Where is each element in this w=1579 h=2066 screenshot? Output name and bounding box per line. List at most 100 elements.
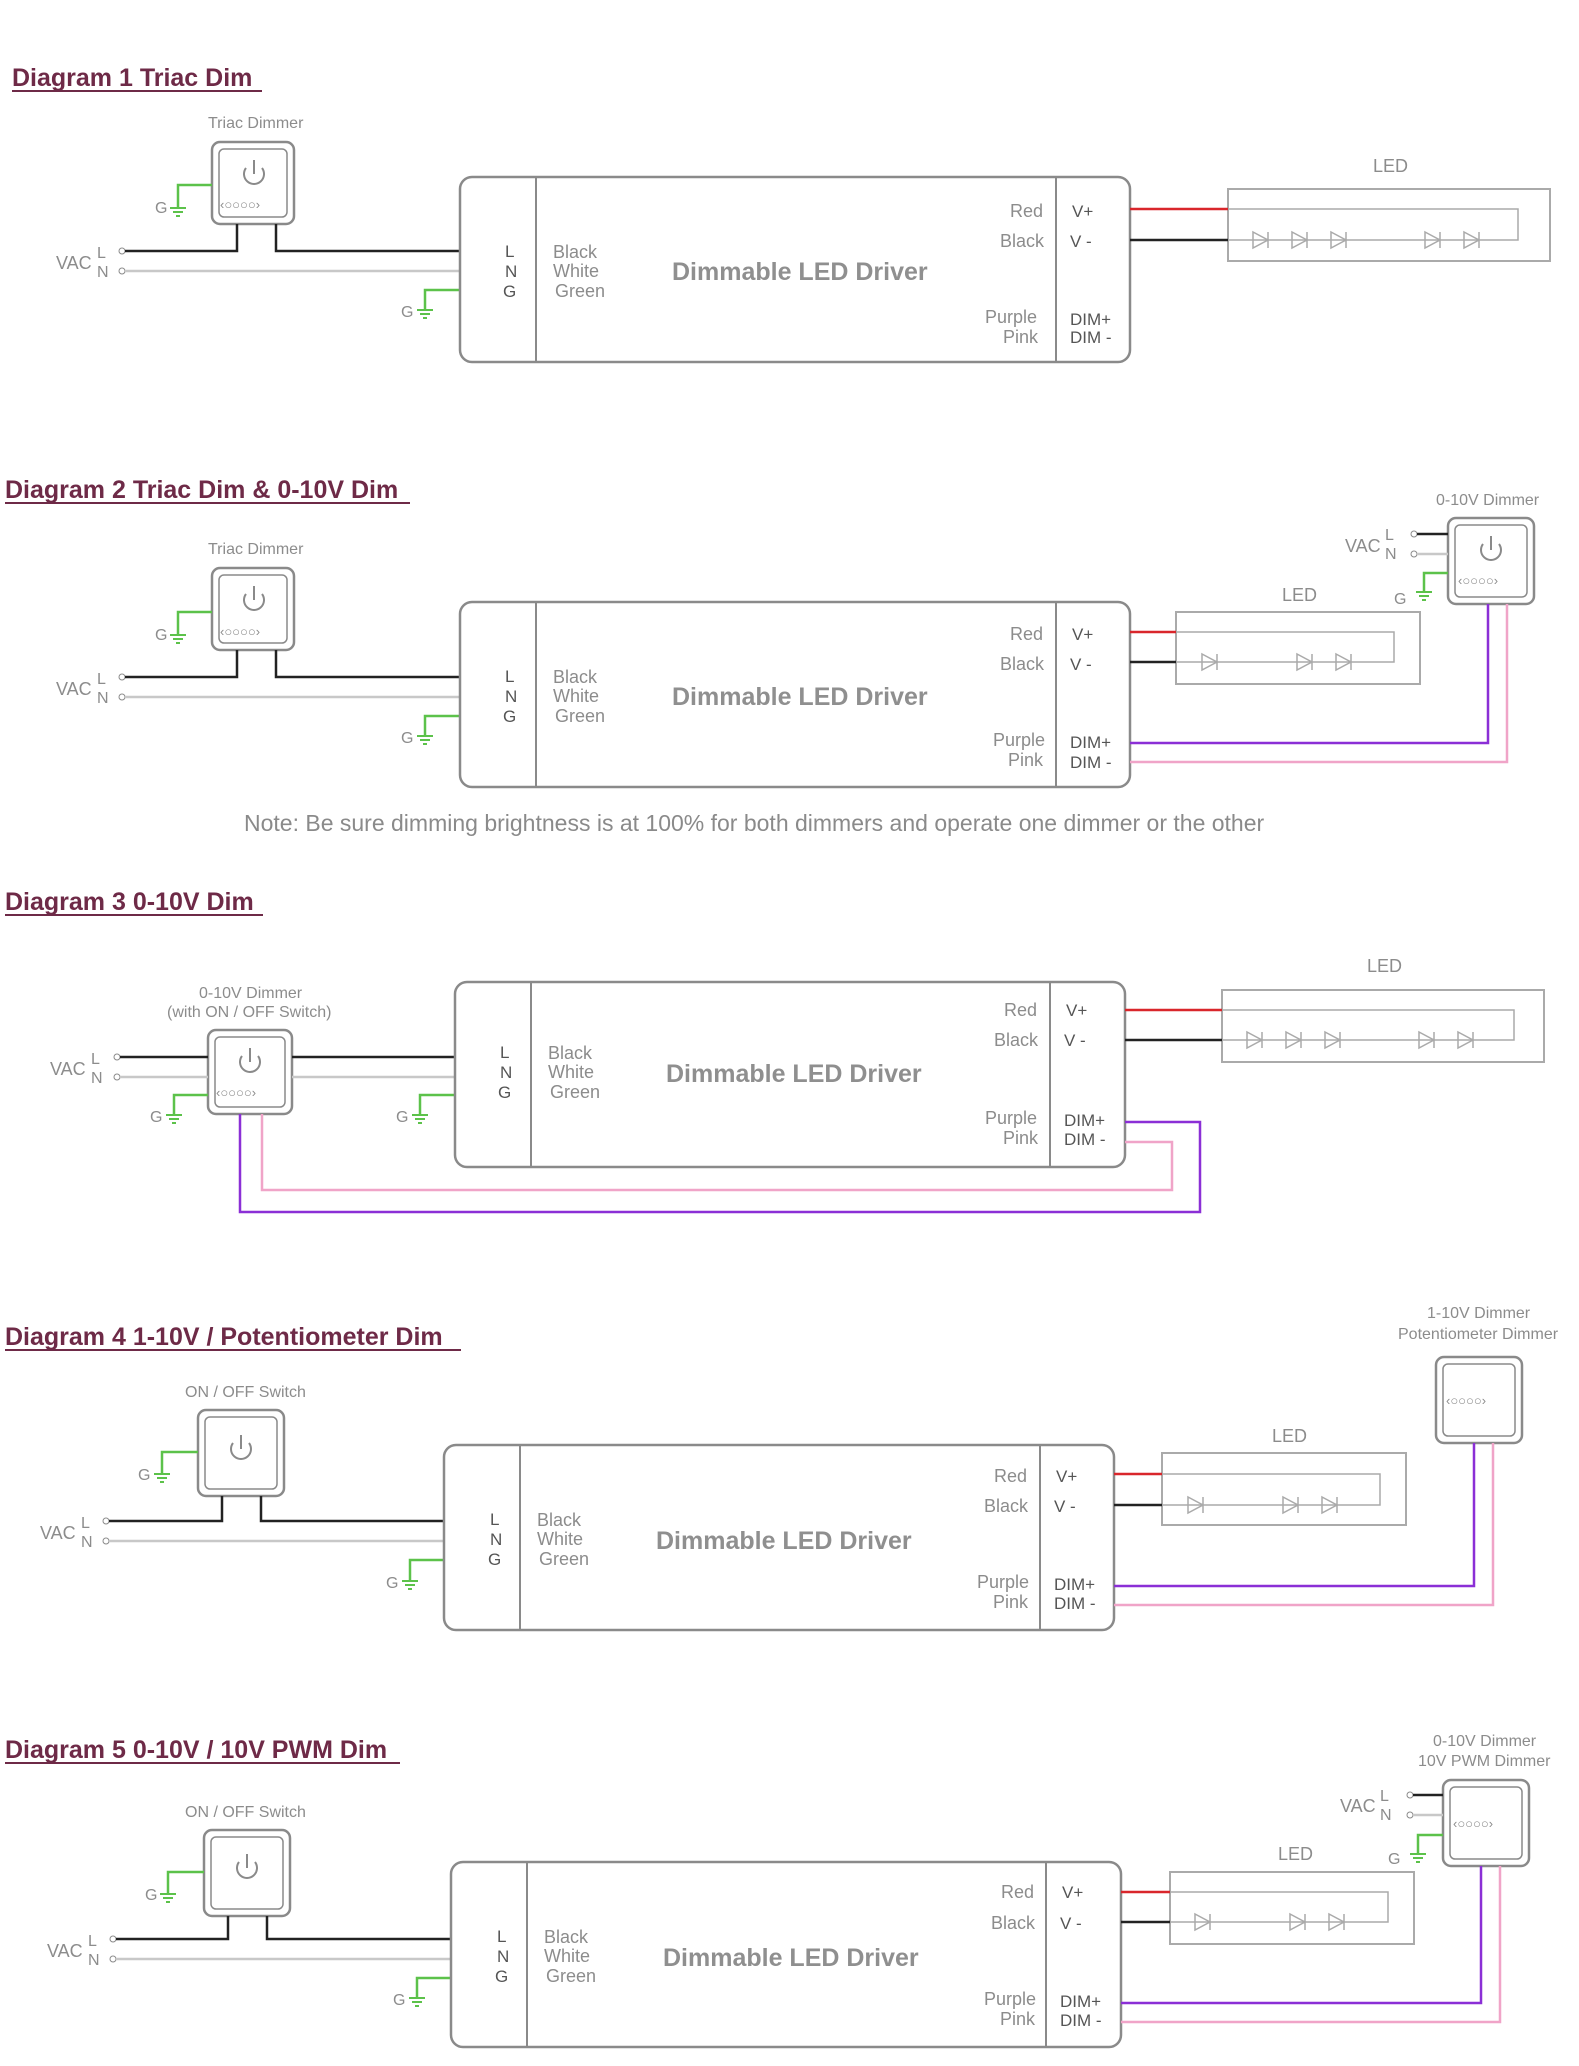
diagram-3-led-driver bbox=[453, 980, 1127, 1169]
driver-name: Dimmable LED Driver bbox=[666, 1060, 922, 1088]
red-label: Red bbox=[1010, 624, 1043, 644]
L-label: L bbox=[490, 1510, 499, 1529]
black-label: Black bbox=[984, 1496, 1029, 1516]
black-label: Black bbox=[553, 242, 598, 262]
ground-icon bbox=[170, 634, 186, 644]
diagram-4-title: Diagram 4 1-10V / Potentiometer Dim bbox=[5, 1323, 443, 1351]
pink-label: Pink bbox=[1003, 1128, 1039, 1148]
ground-icon bbox=[417, 735, 433, 745]
ground-icon bbox=[154, 1473, 170, 1483]
ground-icon bbox=[1416, 591, 1432, 601]
vplus-label: V+ bbox=[1062, 1883, 1083, 1902]
diagram-1: Diagram 1 Triac Dim Triac Dimmer ‹○○○○› … bbox=[12, 64, 1551, 364]
ground-icon bbox=[409, 1997, 425, 2007]
pink-wire bbox=[1130, 604, 1509, 764]
power-icon bbox=[243, 160, 265, 185]
diagram-5-0-10v-pwm-dimmer[interactable] bbox=[1441, 1778, 1531, 1868]
red-label: Red bbox=[1004, 1000, 1037, 1020]
white-label: White bbox=[548, 1062, 594, 1082]
white-label: White bbox=[553, 261, 599, 281]
G-label: G bbox=[488, 1550, 501, 1569]
white-label: White bbox=[553, 686, 599, 706]
ground-label: G bbox=[396, 1109, 408, 1126]
N-terminal-label: N bbox=[91, 1070, 103, 1087]
N-label: N bbox=[500, 1063, 512, 1082]
diagram-4-dimmer-label-line2: Potentiometer Dimmer bbox=[1398, 1326, 1559, 1343]
dial-icon: ‹○○○○› bbox=[1458, 573, 1498, 588]
diagram-2-led-driver bbox=[458, 600, 1132, 789]
diagram-4-1-10v-dimmer[interactable] bbox=[1434, 1355, 1524, 1445]
ground-icon bbox=[166, 1114, 182, 1124]
L-terminal-label: L bbox=[97, 245, 106, 262]
green-wire bbox=[415, 1976, 451, 1998]
diagram-4-dimmer-label-line1: 1-10V Dimmer bbox=[1427, 1305, 1531, 1322]
power-icon bbox=[243, 586, 265, 611]
purple-wire bbox=[1114, 1443, 1476, 1588]
green-label: Green bbox=[546, 1966, 596, 1986]
green-wire bbox=[423, 714, 460, 736]
dimminus-label: DIM - bbox=[1070, 328, 1112, 347]
black-label: Black bbox=[1000, 654, 1045, 674]
pink-wire bbox=[1121, 1866, 1502, 2024]
G-label: G bbox=[503, 707, 516, 726]
ground-label: G bbox=[1388, 1851, 1400, 1868]
power-icon bbox=[239, 1048, 261, 1073]
green-wire bbox=[160, 1450, 198, 1474]
purple-label: Purple bbox=[984, 1989, 1036, 2009]
ground-label: G bbox=[401, 730, 413, 747]
pink-label: Pink bbox=[1000, 2009, 1036, 2029]
dimplus-label: DIM+ bbox=[1070, 310, 1111, 329]
green-wire bbox=[1416, 1833, 1443, 1854]
black-wire bbox=[265, 1916, 451, 1941]
diagram-5-led-driver bbox=[449, 1860, 1123, 2049]
vplus-label: V+ bbox=[1072, 625, 1093, 644]
led-label: LED bbox=[1272, 1426, 1307, 1446]
vminus-label: V - bbox=[1064, 1031, 1086, 1050]
purple-label: Purple bbox=[993, 730, 1045, 750]
diagram-2-0-10v-dimmer[interactable] bbox=[1446, 516, 1536, 606]
vac-label: VAC bbox=[1340, 1796, 1376, 1816]
N-terminal-label: N bbox=[1380, 1807, 1392, 1824]
diagram-5-onoff-switch[interactable] bbox=[202, 1828, 292, 1918]
green-label: Green bbox=[539, 1549, 589, 1569]
vminus-label: V - bbox=[1054, 1497, 1076, 1516]
diagram-3-led-strip bbox=[1221, 989, 1545, 1063]
driver-name: Dimmable LED Driver bbox=[672, 683, 928, 711]
dimminus-label: DIM - bbox=[1070, 753, 1112, 772]
ground-label: G bbox=[155, 200, 167, 217]
green-wire bbox=[408, 1558, 444, 1581]
black-wire bbox=[109, 1496, 224, 1523]
N-terminal-label: N bbox=[88, 1952, 100, 1969]
diagram-2-note: Note: Be sure dimming brightness is at 1… bbox=[244, 810, 1265, 836]
diagram-3-title: Diagram 3 0-10V Dim bbox=[5, 888, 254, 916]
led-label: LED bbox=[1282, 585, 1317, 605]
diode-icon bbox=[1246, 1030, 1475, 1050]
diagram-3: Diagram 3 0-10V Dim 0-10V Dimmer (with O… bbox=[5, 888, 1545, 1214]
vac-label: VAC bbox=[40, 1523, 76, 1543]
dial-icon: ‹○○○○› bbox=[1446, 1393, 1486, 1408]
ground-icon bbox=[1410, 1853, 1426, 1863]
L-terminal-label: L bbox=[1385, 527, 1394, 544]
N-terminal-label: N bbox=[97, 264, 109, 281]
ground-label: G bbox=[386, 1575, 398, 1592]
black-label: Black bbox=[548, 1043, 593, 1063]
diagram-2-title: Diagram 2 Triac Dim & 0-10V Dim bbox=[5, 476, 398, 504]
black-wire bbox=[125, 650, 239, 679]
diagram-4-onoff-switch[interactable] bbox=[196, 1408, 286, 1498]
led-label: LED bbox=[1278, 1844, 1313, 1864]
dimplus-label: DIM+ bbox=[1070, 733, 1111, 752]
purple-label: Purple bbox=[985, 307, 1037, 327]
white-label: White bbox=[544, 1946, 590, 1966]
dimminus-label: DIM - bbox=[1054, 1594, 1096, 1613]
black-wire bbox=[274, 224, 460, 253]
pink-wire bbox=[1114, 1443, 1495, 1607]
pink-label: Pink bbox=[1003, 327, 1039, 347]
green-wire bbox=[176, 610, 212, 635]
diagram-1-dimmer-label: Triac Dimmer bbox=[208, 115, 304, 132]
vminus-label: V - bbox=[1070, 655, 1092, 674]
L-label: L bbox=[497, 1927, 506, 1946]
diagram-5-dimmer-label-line2: 10V PWM Dimmer bbox=[1418, 1753, 1551, 1770]
ground-icon bbox=[402, 1580, 418, 1590]
ground-label: G bbox=[401, 304, 413, 321]
black-label: Black bbox=[994, 1030, 1039, 1050]
